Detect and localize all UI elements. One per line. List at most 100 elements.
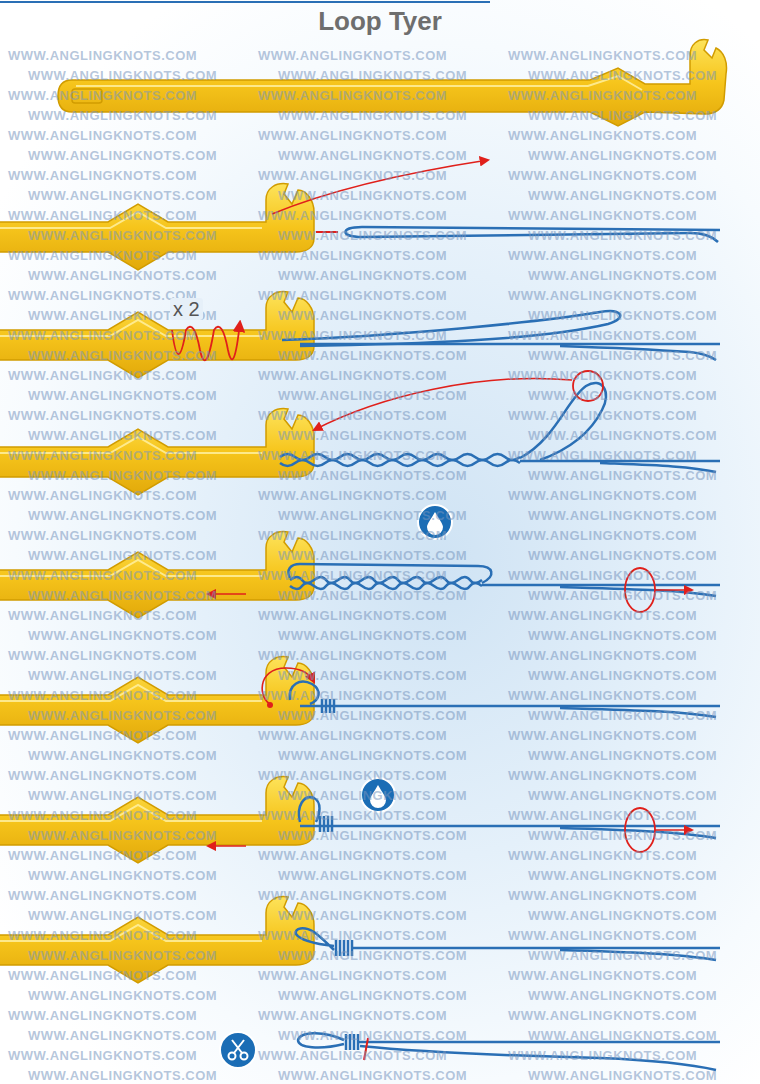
watermark: WWW.ANGLINGKNOTS.COM xyxy=(28,628,217,644)
watermark: WWW.ANGLINGKNOTS.COM xyxy=(508,248,697,264)
watermark: WWW.ANGLINGKNOTS.COM xyxy=(28,108,217,124)
watermark: WWW.ANGLINGKNOTS.COM xyxy=(8,168,197,184)
watermark: WWW.ANGLINGKNOTS.COM xyxy=(508,368,697,384)
watermark: WWW.ANGLINGKNOTS.COM xyxy=(508,408,697,424)
watermark: WWW.ANGLINGKNOTS.COM xyxy=(258,328,447,344)
watermark: WWW.ANGLINGKNOTS.COM xyxy=(278,1028,467,1044)
step-six-part xyxy=(300,825,720,828)
watermark: WWW.ANGLINGKNOTS.COM xyxy=(8,928,197,944)
step-three xyxy=(0,371,720,495)
watermark: WWW.ANGLINGKNOTS.COM xyxy=(278,348,467,364)
watermark: WWW.ANGLINGKNOTS.COM xyxy=(28,828,217,844)
watermark: WWW.ANGLINGKNOTS.COM xyxy=(278,788,467,804)
watermark: WWW.ANGLINGKNOTS.COM xyxy=(28,988,217,1004)
step-five-part xyxy=(300,705,720,708)
watermark: WWW.ANGLINGKNOTS.COM xyxy=(28,468,217,484)
watermark: WWW.ANGLINGKNOTS.COM xyxy=(8,1048,197,1064)
watermark: WWW.ANGLINGKNOTS.COM xyxy=(508,1048,697,1064)
watermark: WWW.ANGLINGKNOTS.COM xyxy=(258,488,447,504)
watermark: WWW.ANGLINGKNOTS.COM xyxy=(258,88,447,104)
step-four xyxy=(0,505,720,618)
watermark: WWW.ANGLINGKNOTS.COM xyxy=(28,388,217,404)
watermark: WWW.ANGLINGKNOTS.COM xyxy=(258,968,447,984)
watermark: WWW.ANGLINGKNOTS.COM xyxy=(8,808,197,824)
watermark: WWW.ANGLINGKNOTS.COM xyxy=(278,428,467,444)
watermark: WWW.ANGLINGKNOTS.COM xyxy=(28,588,217,604)
watermark: WWW.ANGLINGKNOTS.COM xyxy=(8,88,197,104)
watermark: WWW.ANGLINGKNOTS.COM xyxy=(258,1008,447,1024)
watermark: WWW.ANGLINGKNOTS.COM xyxy=(528,588,717,604)
watermark: WWW.ANGLINGKNOTS.COM xyxy=(528,988,717,1004)
watermark: WWW.ANGLINGKNOTS.COM xyxy=(28,268,217,284)
watermark: WWW.ANGLINGKNOTS.COM xyxy=(508,728,697,744)
step-six xyxy=(0,777,720,863)
watermark: WWW.ANGLINGKNOTS.COM xyxy=(528,388,717,404)
watermark: WWW.ANGLINGKNOTS.COM xyxy=(258,528,447,544)
watermark: WWW.ANGLINGKNOTS.COM xyxy=(278,588,467,604)
watermark: WWW.ANGLINGKNOTS.COM xyxy=(8,968,197,984)
watermark: WWW.ANGLINGKNOTS.COM xyxy=(528,108,717,124)
watermark: WWW.ANGLINGKNOTS.COM xyxy=(528,948,717,964)
watermark: WWW.ANGLINGKNOTS.COM xyxy=(528,508,717,524)
watermark: WWW.ANGLINGKNOTS.COM xyxy=(278,828,467,844)
finished-loop-part xyxy=(232,1040,244,1053)
watermark: WWW.ANGLINGKNOTS.COM xyxy=(258,248,447,264)
watermark: WWW.ANGLINGKNOTS.COM xyxy=(8,648,197,664)
watermark: WWW.ANGLINGKNOTS.COM xyxy=(528,348,717,364)
watermark: WWW.ANGLINGKNOTS.COM xyxy=(528,1028,717,1044)
finished-loop-part xyxy=(220,1032,256,1068)
watermark: WWW.ANGLINGKNOTS.COM xyxy=(508,488,697,504)
watermark: WWW.ANGLINGKNOTS.COM xyxy=(508,848,697,864)
watermark: WWW.ANGLINGKNOTS.COM xyxy=(8,448,197,464)
watermark: WWW.ANGLINGKNOTS.COM xyxy=(258,928,447,944)
watermark: WWW.ANGLINGKNOTS.COM xyxy=(28,548,217,564)
watermark: WWW.ANGLINGKNOTS.COM xyxy=(528,68,717,84)
watermark: WWW.ANGLINGKNOTS.COM xyxy=(8,608,197,624)
watermark: WWW.ANGLINGKNOTS.COM xyxy=(508,648,697,664)
watermark: WWW.ANGLINGKNOTS.COM xyxy=(8,208,197,224)
watermark: WWW.ANGLINGKNOTS.COM xyxy=(508,48,697,64)
watermark: WWW.ANGLINGKNOTS.COM xyxy=(28,428,217,444)
watermark: WWW.ANGLINGKNOTS.COM xyxy=(28,348,217,364)
watermark: WWW.ANGLINGKNOTS.COM xyxy=(278,108,467,124)
watermark: WWW.ANGLINGKNOTS.COM xyxy=(258,48,447,64)
watermark: WWW.ANGLINGKNOTS.COM xyxy=(528,148,717,164)
watermark: WWW.ANGLINGKNOTS.COM xyxy=(8,848,197,864)
watermark: WWW.ANGLINGKNOTS.COM xyxy=(508,608,697,624)
watermark: WWW.ANGLINGKNOTS.COM xyxy=(508,888,697,904)
watermark: WWW.ANGLINGKNOTS.COM xyxy=(508,768,697,784)
step-four-part xyxy=(482,584,720,587)
watermark: WWW.ANGLINGKNOTS.COM xyxy=(528,428,717,444)
watermark: WWW.ANGLINGKNOTS.COM xyxy=(278,508,467,524)
watermark: WWW.ANGLINGKNOTS.COM xyxy=(278,548,467,564)
page-rule-part xyxy=(0,1,490,3)
watermark: WWW.ANGLINGKNOTS.COM xyxy=(8,328,197,344)
watermark: WWW.ANGLINGKNOTS.COM xyxy=(528,1068,717,1084)
watermark: WWW.ANGLINGKNOTS.COM xyxy=(528,828,717,844)
watermark: WWW.ANGLINGKNOTS.COM xyxy=(528,708,717,724)
step-two-part xyxy=(300,343,720,346)
watermark: WWW.ANGLINGKNOTS.COM xyxy=(528,548,717,564)
watermark: WWW.ANGLINGKNOTS.COM xyxy=(528,748,717,764)
watermark: WWW.ANGLINGKNOTS.COM xyxy=(28,788,217,804)
watermark: WWW.ANGLINGKNOTS.COM xyxy=(278,668,467,684)
watermark: WWW.ANGLINGKNOTS.COM xyxy=(278,988,467,1004)
watermark: WWW.ANGLINGKNOTS.COM xyxy=(258,808,447,824)
watermark: WWW.ANGLINGKNOTS.COM xyxy=(28,708,217,724)
watermark: WWW.ANGLINGKNOTS.COM xyxy=(8,1008,197,1024)
watermark: WWW.ANGLINGKNOTS.COM xyxy=(258,688,447,704)
watermark: WWW.ANGLINGKNOTS.COM xyxy=(28,508,217,524)
watermark: WWW.ANGLINGKNOTS.COM xyxy=(508,688,697,704)
watermark: WWW.ANGLINGKNOTS.COM xyxy=(508,168,697,184)
watermark: WWW.ANGLINGKNOTS.COM xyxy=(8,408,197,424)
watermark: WWW.ANGLINGKNOTS.COM xyxy=(278,868,467,884)
watermark: WWW.ANGLINGKNOTS.COM xyxy=(8,48,197,64)
watermark: WWW.ANGLINGKNOTS.COM xyxy=(8,368,197,384)
watermark: WWW.ANGLINGKNOTS.COM xyxy=(258,128,447,144)
watermark: WWW.ANGLINGKNOTS.COM xyxy=(278,468,467,484)
watermark: WWW.ANGLINGKNOTS.COM xyxy=(278,188,467,204)
watermark: WWW.ANGLINGKNOTS.COM xyxy=(28,908,217,924)
watermark: WWW.ANGLINGKNOTS.COM xyxy=(508,1008,697,1024)
watermark: WWW.ANGLINGKNOTS.COM xyxy=(508,808,697,824)
